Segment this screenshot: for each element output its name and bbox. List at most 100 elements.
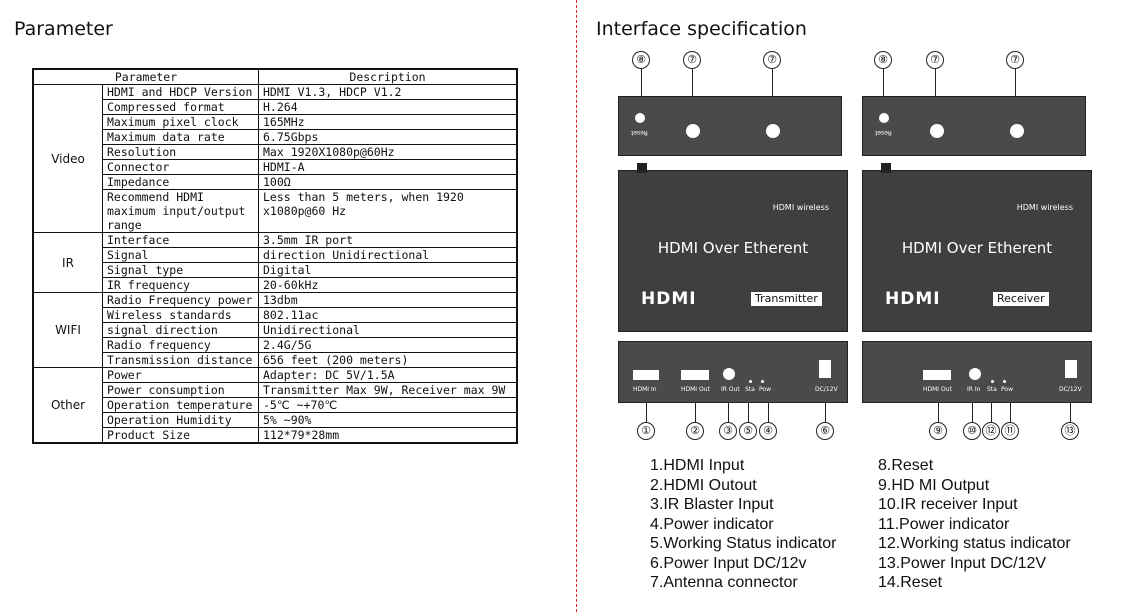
hdmi-logo: HDMI xyxy=(885,289,941,309)
legend-item: 6.Power Input DC/12v xyxy=(650,554,807,572)
category-other: Other xyxy=(32,367,103,444)
param-cell: Operation Humidity xyxy=(102,412,259,428)
param-cell: Transmission distance xyxy=(102,352,259,368)
table-row: Operation temperature-5℃ ~+70℃ xyxy=(33,397,518,413)
param-cell: Interface xyxy=(102,232,259,248)
table-header-row: Parameter Description xyxy=(32,68,518,85)
desc-cell: 656 feet (200 meters) xyxy=(258,352,518,368)
callout-7: ⑦ xyxy=(763,51,781,69)
port-label: Sta xyxy=(987,386,997,393)
desc-cell: Max 1920X1080p@60Hz xyxy=(258,144,518,160)
callout-line xyxy=(972,402,973,422)
dc-power-port-icon xyxy=(1065,360,1077,378)
param-cell: Resolution xyxy=(102,144,259,160)
callout-4: ④ xyxy=(759,422,777,440)
callout-1: ① xyxy=(637,422,655,440)
hdmi-in-port-icon xyxy=(633,370,659,380)
callout-line xyxy=(641,68,642,112)
param-cell: Power consumption xyxy=(102,382,259,398)
port-label: Pow xyxy=(759,386,771,393)
category-ir: IR xyxy=(32,232,103,293)
callout-11: ⑪ xyxy=(1001,422,1019,440)
port-label: DC/12V xyxy=(1059,386,1082,393)
param-cell: IR frequency xyxy=(102,277,259,293)
receiver-main-panel: HDMI wireless HDMI Over Etherent HDMI Re… xyxy=(862,163,1092,332)
param-cell: Recommend HDMI maximum input/output rang… xyxy=(102,189,259,233)
param-cell: Connector xyxy=(102,159,259,175)
desc-cell: 13dbm xyxy=(258,292,518,308)
ir-out-port-icon xyxy=(723,368,735,380)
dashed-divider xyxy=(576,0,577,612)
callout-8: ⑧ xyxy=(874,51,892,69)
ir-in-port-icon xyxy=(969,368,981,380)
callout-12: ⑫ xyxy=(982,422,1000,440)
param-cell: Compressed format xyxy=(102,99,259,115)
desc-cell: 6.75Gbps xyxy=(258,129,518,145)
hdmi-logo: HDMI xyxy=(641,289,697,309)
antenna-connector-icon xyxy=(766,124,780,138)
transmitter-main-panel: HDMI wireless HDMI Over Etherent HDMI Tr… xyxy=(618,163,848,332)
receiver-bottom-panel: HDMI Out IR In Sta Pow DC/12V xyxy=(862,341,1092,403)
transmitter-tag: Transmitter xyxy=(751,292,822,306)
sta-led-icon xyxy=(749,380,752,383)
device-title: HDMI Over Etherent xyxy=(657,239,809,257)
callout-7: ⑦ xyxy=(1006,51,1024,69)
callout-9: ⑨ xyxy=(929,422,947,440)
desc-cell: 112*79*28mm xyxy=(258,427,518,444)
callout-line xyxy=(938,402,939,422)
callout-line xyxy=(883,68,884,112)
reset-label: Reset xyxy=(875,129,892,136)
wireless-label: HDMI wireless xyxy=(1016,203,1073,212)
legend-item: 12.Working status indicator xyxy=(878,535,1071,552)
param-cell: signal direction xyxy=(102,322,259,338)
param-cell: Maximum pixel clock xyxy=(102,114,259,130)
port-label: HDMI Out xyxy=(681,386,710,393)
antenna-connector-icon xyxy=(930,124,944,138)
receiver-tag: Receiver xyxy=(993,292,1049,306)
legend-item: 13.Power Input DC/12V xyxy=(878,554,1047,572)
callout-2: ② xyxy=(686,422,704,440)
param-cell: Operation temperature xyxy=(102,397,259,413)
legend-item: 11.Power indicator xyxy=(878,515,1010,533)
callout-10: ⑩ xyxy=(963,422,981,440)
transmitter-top-panel: Reset xyxy=(618,96,842,156)
param-cell: HDMI and HDCP Version xyxy=(102,84,259,100)
legend-item: 5.Working Status indicator xyxy=(650,535,837,552)
legend-item: 8.Reset xyxy=(878,457,934,474)
port-label: IR Out xyxy=(721,386,740,393)
port-label: HDMI In xyxy=(633,386,657,393)
callout-line xyxy=(825,402,826,422)
wireless-label: HDMI wireless xyxy=(772,203,829,212)
callout-13: ⑬ xyxy=(1061,422,1079,440)
callout-3: ③ xyxy=(719,422,737,440)
callout-line xyxy=(695,402,696,422)
port-label: Pow xyxy=(1001,386,1013,393)
desc-cell: Unidirectional xyxy=(258,322,518,338)
param-cell: Signal type xyxy=(102,262,259,278)
interface-heading: Interface specification xyxy=(596,18,807,40)
port-label: HDMI Out xyxy=(923,386,952,393)
legend-item: 3.IR Blaster Input xyxy=(650,496,774,513)
desc-cell: Digital xyxy=(258,262,518,278)
header-parameter: Parameter xyxy=(32,68,259,85)
port-label: DC/12V xyxy=(815,386,838,393)
param-cell: Signal xyxy=(102,247,259,263)
legend-item: 14.Reset xyxy=(878,574,943,591)
callout-7: ⑦ xyxy=(926,51,944,69)
header-description: Description xyxy=(258,68,518,85)
callout-line xyxy=(646,402,647,422)
port-label: Sta xyxy=(745,386,755,393)
desc-cell: 165MHz xyxy=(258,114,518,130)
